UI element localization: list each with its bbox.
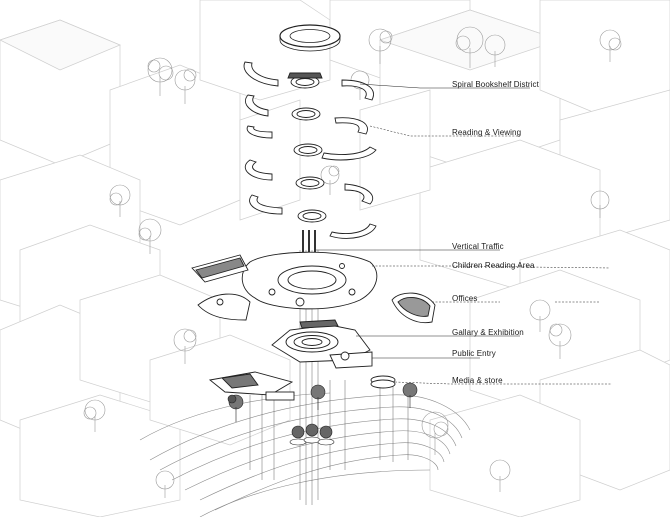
label-vertical-traffic: Vertical Traffic: [452, 242, 504, 251]
label-gallary-exhibition: Gallary & Exhibition: [452, 328, 524, 337]
spiral-level-2: [245, 94, 368, 135]
label-reading-viewing: Reading & Viewing: [452, 128, 522, 137]
trees: [83, 26, 622, 498]
label-offices: Offices: [452, 294, 478, 303]
spiral-bookshelf-levels: [243, 61, 377, 260]
spiral-level-1: [243, 61, 374, 101]
public-entry-platform: [329, 351, 396, 389]
media-store-platform: [208, 371, 295, 401]
label-spiral-bookshelf-district: Spiral Bookshelf District: [452, 80, 539, 89]
leader-lines: [316, 83, 612, 385]
children-reading-platform: [191, 251, 378, 321]
spiral-level-3: [246, 125, 377, 161]
label-public-entry: Public Entry: [452, 349, 496, 358]
offices-wing: [391, 292, 436, 324]
terrain-contours: [139, 392, 471, 517]
plaza-trees: [227, 382, 418, 446]
label-children-reading-area: Children Reading Area: [452, 261, 535, 270]
top-ring: [279, 24, 341, 52]
spiral-level-4: [244, 159, 374, 205]
label-media-store: Media & store: [452, 376, 503, 385]
gallery-platform: [271, 319, 371, 363]
spiral-level-5: [249, 194, 377, 239]
